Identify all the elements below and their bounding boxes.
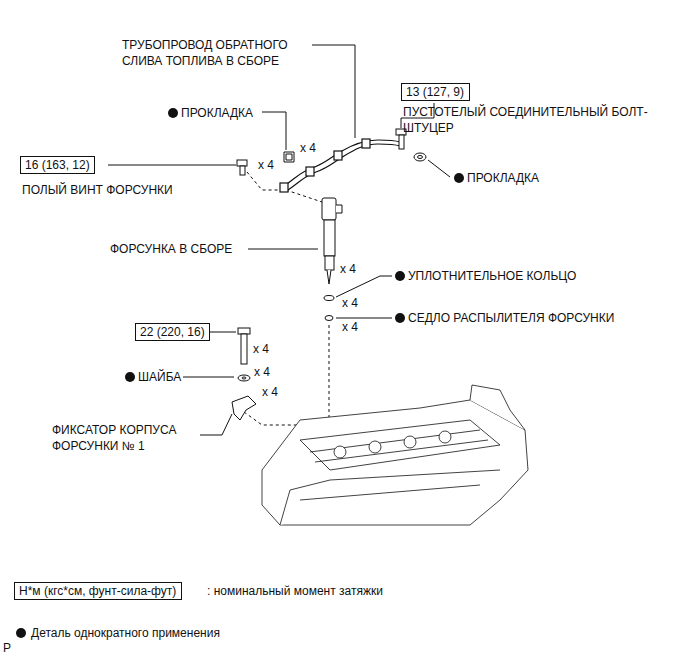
part-label: ПОЛЫЙ ВИНТ ФОРСУНКИ [22,182,173,198]
leader-line [200,414,232,435]
injector-port [336,205,342,213]
injector-connector [322,198,336,220]
single-use-dot [454,173,464,183]
nozzle-seat [325,316,333,321]
single-use-marks [16,108,464,638]
leader-line [312,45,355,138]
part-name: ТРУБОПРОВОД ОБРАТНОГО СЛИВА ТОПЛИВА В СБ… [122,37,317,69]
part-label: x 4 [262,384,278,400]
torque-box: Н*м (кгс*см, фунт-сила-фут) [14,582,182,600]
bolt-head [238,328,250,334]
part-label: x 4 [254,364,270,380]
leader-line [108,165,236,166]
hollow-screw [237,160,247,175]
legend-text: : номинальный момент затяжки [207,584,383,598]
gasket-hole [418,156,423,159]
gasket [284,152,294,162]
head-edge [280,470,500,525]
head-deck [300,420,500,470]
single-use-dot [395,271,405,281]
single-use-dot [125,372,135,382]
injector-nozzle [327,270,331,284]
gasket-shape [284,152,294,162]
torque-box: 16 (163, 12) [20,156,95,174]
leader-line [183,377,234,378]
bolt-shank [241,334,247,364]
legend-dot [16,628,26,638]
part-label: ПРОКЛАДКА [181,105,253,121]
cam-lobe [439,431,451,443]
cam-lobe [334,446,346,458]
legend-entry: Деталь однократного применения [31,625,220,641]
leader-line [336,276,392,297]
legend-text: Деталь однократного применения [31,626,220,640]
injector-body [324,220,335,256]
part-label: СЕДЛО РАСПЫЛИТЕЛЯ ФОРСУНКИ [408,310,614,326]
part-name: ПУСТОТЕЛЫЙ СОЕДИНИТЕЛЬНЫЙ БОЛТ-ШТУЦЕР [403,104,648,136]
leader-line [262,112,286,150]
legend-entry: : номинальный момент затяжки [207,583,383,599]
injector-clamp [232,396,256,420]
part-label: x 4 [342,319,358,335]
head-edge [300,485,480,500]
screw-head [237,160,247,166]
part-label: x 4 [340,261,356,277]
washer-hole [242,377,246,379]
pipe-connector [334,151,342,160]
part-label: x 4 [300,140,316,156]
bolt-shank [399,135,404,149]
part-name: ФИКСАТОР КОРПУСА ФОРСУНКИ № 1 [52,422,202,454]
torque-value: 13 (127, 9) [406,85,464,99]
torque-box: 13 (127, 9) [401,83,470,101]
washer [238,375,250,381]
part-label: УПЛОТНИТЕЛЬНОЕ КОЛЬЦО [408,268,576,284]
torque-box: 22 (220, 16) [135,323,210,341]
single-use-dot [168,108,178,118]
pipe-line [284,140,400,186]
return-pipe [280,139,400,192]
cylinder-head [262,400,528,525]
part-label: x 4 [253,341,269,357]
leader-line [248,249,318,250]
part-label: x 4 [342,295,358,311]
leader-line [428,160,450,177]
part-label: x 4 [258,157,274,173]
leader-lines [108,45,450,435]
head-cover [470,385,525,430]
part-label: P [3,640,11,656]
pipe-connector [306,167,314,176]
dashed-line [286,190,322,202]
torque-value: 22 (220, 16) [140,325,205,339]
part-label: ФОРСУНКА В СБОРЕ [110,241,232,257]
torque-value: 16 (163, 12) [25,158,90,172]
part-label: ПРОКЛАДКА [467,170,539,186]
cam-lobe [404,436,416,448]
pipe-connector [362,139,370,148]
part-label: ШАЙБА [138,369,181,385]
pipe-connector [280,183,288,192]
screw-shank [240,166,245,175]
cam-lobe [369,441,381,453]
torque-value: Н*м (кгс*см, фунт-сила-фут) [19,584,176,598]
clamp-bolt [238,328,250,364]
injector [322,198,342,284]
injector-lower [325,256,334,270]
single-use-dot [395,313,405,323]
gasket-shape [414,153,426,161]
o-ring [324,296,334,301]
engine-head [262,385,528,525]
camshaft [315,440,488,462]
leader-line [336,318,392,319]
